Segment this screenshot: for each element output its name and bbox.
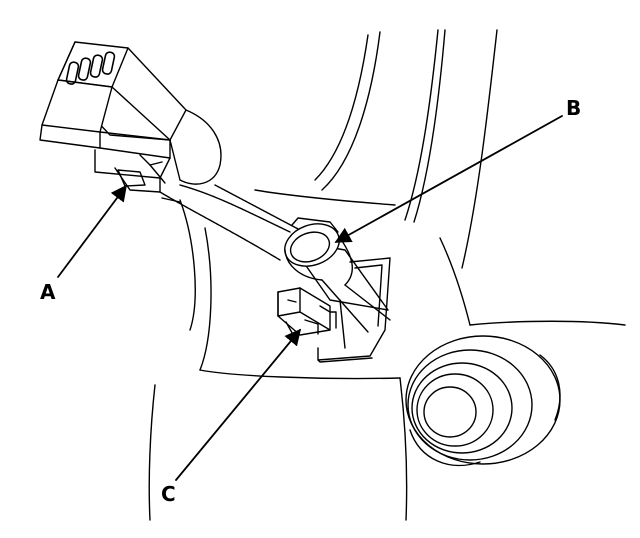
harness-cable bbox=[159, 184, 301, 261]
switch-assembly bbox=[39, 41, 222, 193]
callout-label-b: B bbox=[566, 96, 582, 120]
arrow-c bbox=[175, 328, 302, 481]
callout-label-a: A bbox=[40, 280, 56, 304]
leader-arrows bbox=[57, 115, 563, 481]
callout-label-c: C bbox=[161, 482, 176, 506]
mounting-bracket bbox=[317, 257, 391, 363]
switch-face-slots bbox=[65, 51, 116, 85]
dashboard-contours bbox=[148, 29, 626, 521]
connector-c bbox=[277, 287, 337, 341]
arrow-a bbox=[57, 184, 127, 278]
speaker-knob bbox=[405, 335, 561, 467]
arrow-b bbox=[334, 115, 563, 243]
socket-cylinder bbox=[284, 217, 391, 333]
